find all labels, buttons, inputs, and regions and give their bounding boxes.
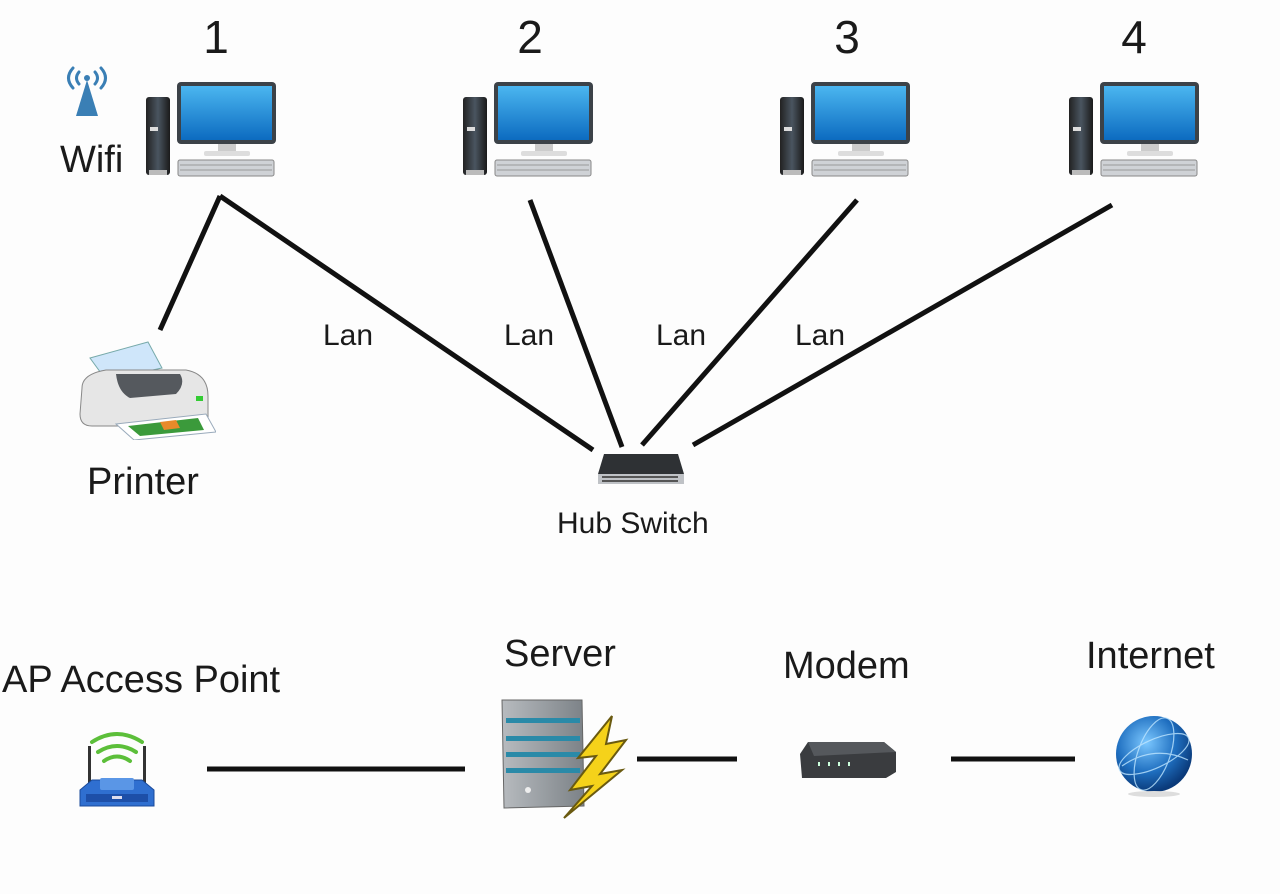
modem-label: Modem <box>783 645 910 687</box>
link-pc2-switch <box>527 199 625 448</box>
desktop-computer-icon-3[interactable] <box>780 82 910 182</box>
computer-number-3: 3 <box>834 11 860 63</box>
wifi-label: Wifi <box>60 139 124 181</box>
server-label: Server <box>504 633 616 675</box>
desktop-computer-icon-2[interactable] <box>463 82 593 182</box>
desktop-computer-icon-1[interactable] <box>146 82 276 182</box>
computer-number-2: 2 <box>517 11 543 63</box>
modem-icon[interactable] <box>798 738 898 780</box>
wireless-router-icon[interactable] <box>74 728 160 812</box>
lan-label-1: Lan <box>323 319 374 352</box>
computer-number-4: 4 <box>1121 11 1147 63</box>
internet-label: Internet <box>1086 635 1215 677</box>
lan-label-4: Lan <box>795 319 846 352</box>
link-pc3-switch <box>640 198 859 447</box>
access-point-label: AP Access Point <box>2 659 281 701</box>
globe-icon[interactable] <box>1114 714 1194 798</box>
wifi-antenna-icon <box>67 66 107 116</box>
link-pc4-switch <box>691 202 1114 448</box>
lan-label-3: Lan <box>656 319 707 352</box>
printer-label: Printer <box>87 461 199 503</box>
desktop-computer-icon-4[interactable] <box>1069 82 1199 182</box>
hub-switch-label: Hub Switch <box>557 507 709 540</box>
network-switch-icon[interactable] <box>596 452 686 486</box>
lan-label-2: Lan <box>504 319 555 352</box>
link-pc1-printer <box>157 194 223 332</box>
server-icon[interactable] <box>500 696 630 820</box>
link-pc1-switch <box>218 193 595 453</box>
computer-number-1: 1 <box>203 11 229 63</box>
printer-icon[interactable] <box>76 340 216 440</box>
